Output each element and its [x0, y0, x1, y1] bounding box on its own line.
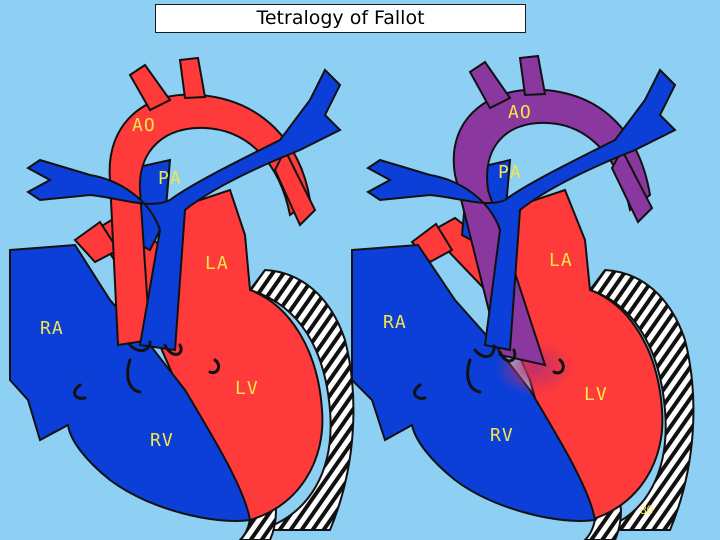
diagram-title: Tetralogy of Fallot	[256, 7, 425, 29]
right-myocardium-wall	[588, 268, 695, 531]
left-myocardium-wall	[248, 268, 355, 531]
left-label-pa: PA	[158, 168, 182, 189]
right-aortic-branches	[468, 54, 547, 110]
left-label-la: LA	[205, 253, 229, 274]
right-label-ra: RA	[383, 312, 407, 333]
left-label-rv: RV	[150, 430, 174, 451]
left-pulmonary-artery	[26, 68, 342, 352]
left-aortic-branches	[128, 56, 207, 112]
right-heart	[351, 54, 695, 540]
left-valve-curls	[73, 340, 221, 400]
right-label-lv: LV	[584, 384, 608, 405]
title-box: Tetralogy of Fallot	[155, 4, 526, 33]
right-label-la: LA	[549, 250, 573, 271]
left-label-ra: RA	[40, 318, 64, 339]
left-label-lv: LV	[235, 378, 259, 399]
right-descending-aorta	[610, 147, 654, 224]
left-heart	[9, 56, 355, 540]
right-blue-chambers	[351, 243, 597, 522]
right-label-ao: AO	[508, 102, 532, 123]
left-label-ao: AO	[132, 115, 156, 136]
right-valve-curls	[413, 344, 565, 400]
right-label-pa: PA	[498, 162, 522, 183]
slide-number: 30	[640, 503, 654, 517]
right-pulmonary-artery	[366, 68, 677, 352]
right-label-rv: RV	[490, 425, 514, 446]
left-descending-aorta	[273, 147, 317, 227]
